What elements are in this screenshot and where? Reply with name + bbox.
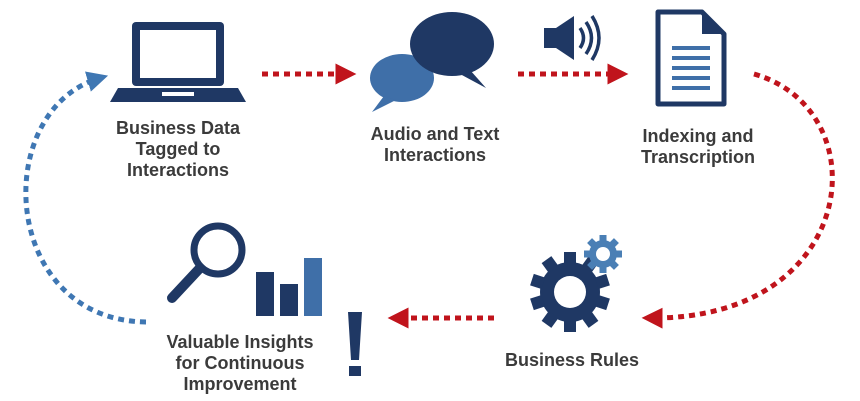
laptop-icon [110, 22, 246, 102]
speaker-icon [544, 15, 601, 61]
label-insights: Valuable Insights for Continuous Improve… [140, 332, 340, 395]
label-line: for Continuous [175, 353, 305, 373]
arrow-insights-to-data [23, 71, 147, 325]
document-icon [655, 9, 727, 107]
magnifier-icon [167, 222, 246, 303]
speech-bubbles-icon [370, 12, 494, 112]
label-line: Interactions [383, 145, 487, 165]
label-business-data: Business Data Tagged to Interactions [86, 118, 270, 181]
label-indexing: Indexing and Transcription [610, 126, 786, 168]
exclamation-icon [348, 312, 362, 376]
label-line: Indexing and [642, 126, 754, 146]
label-business-rules: Business Rules [484, 350, 660, 371]
label-line: Interactions [126, 160, 230, 180]
label-audio-text: Audio and Text Interactions [340, 124, 530, 166]
gears-icon [530, 235, 622, 332]
label-line: Tagged to [135, 139, 221, 159]
label-line: Valuable Insights [166, 332, 314, 352]
label-line: Audio and Text [370, 124, 500, 144]
label-line: Business Rules [504, 350, 640, 370]
label-line: Improvement [183, 374, 297, 394]
label-line: Business Data [115, 118, 241, 138]
label-line: Transcription [640, 147, 756, 167]
bar-chart-icon [256, 258, 322, 316]
arrow-indexing-to-rules [641, 71, 835, 329]
